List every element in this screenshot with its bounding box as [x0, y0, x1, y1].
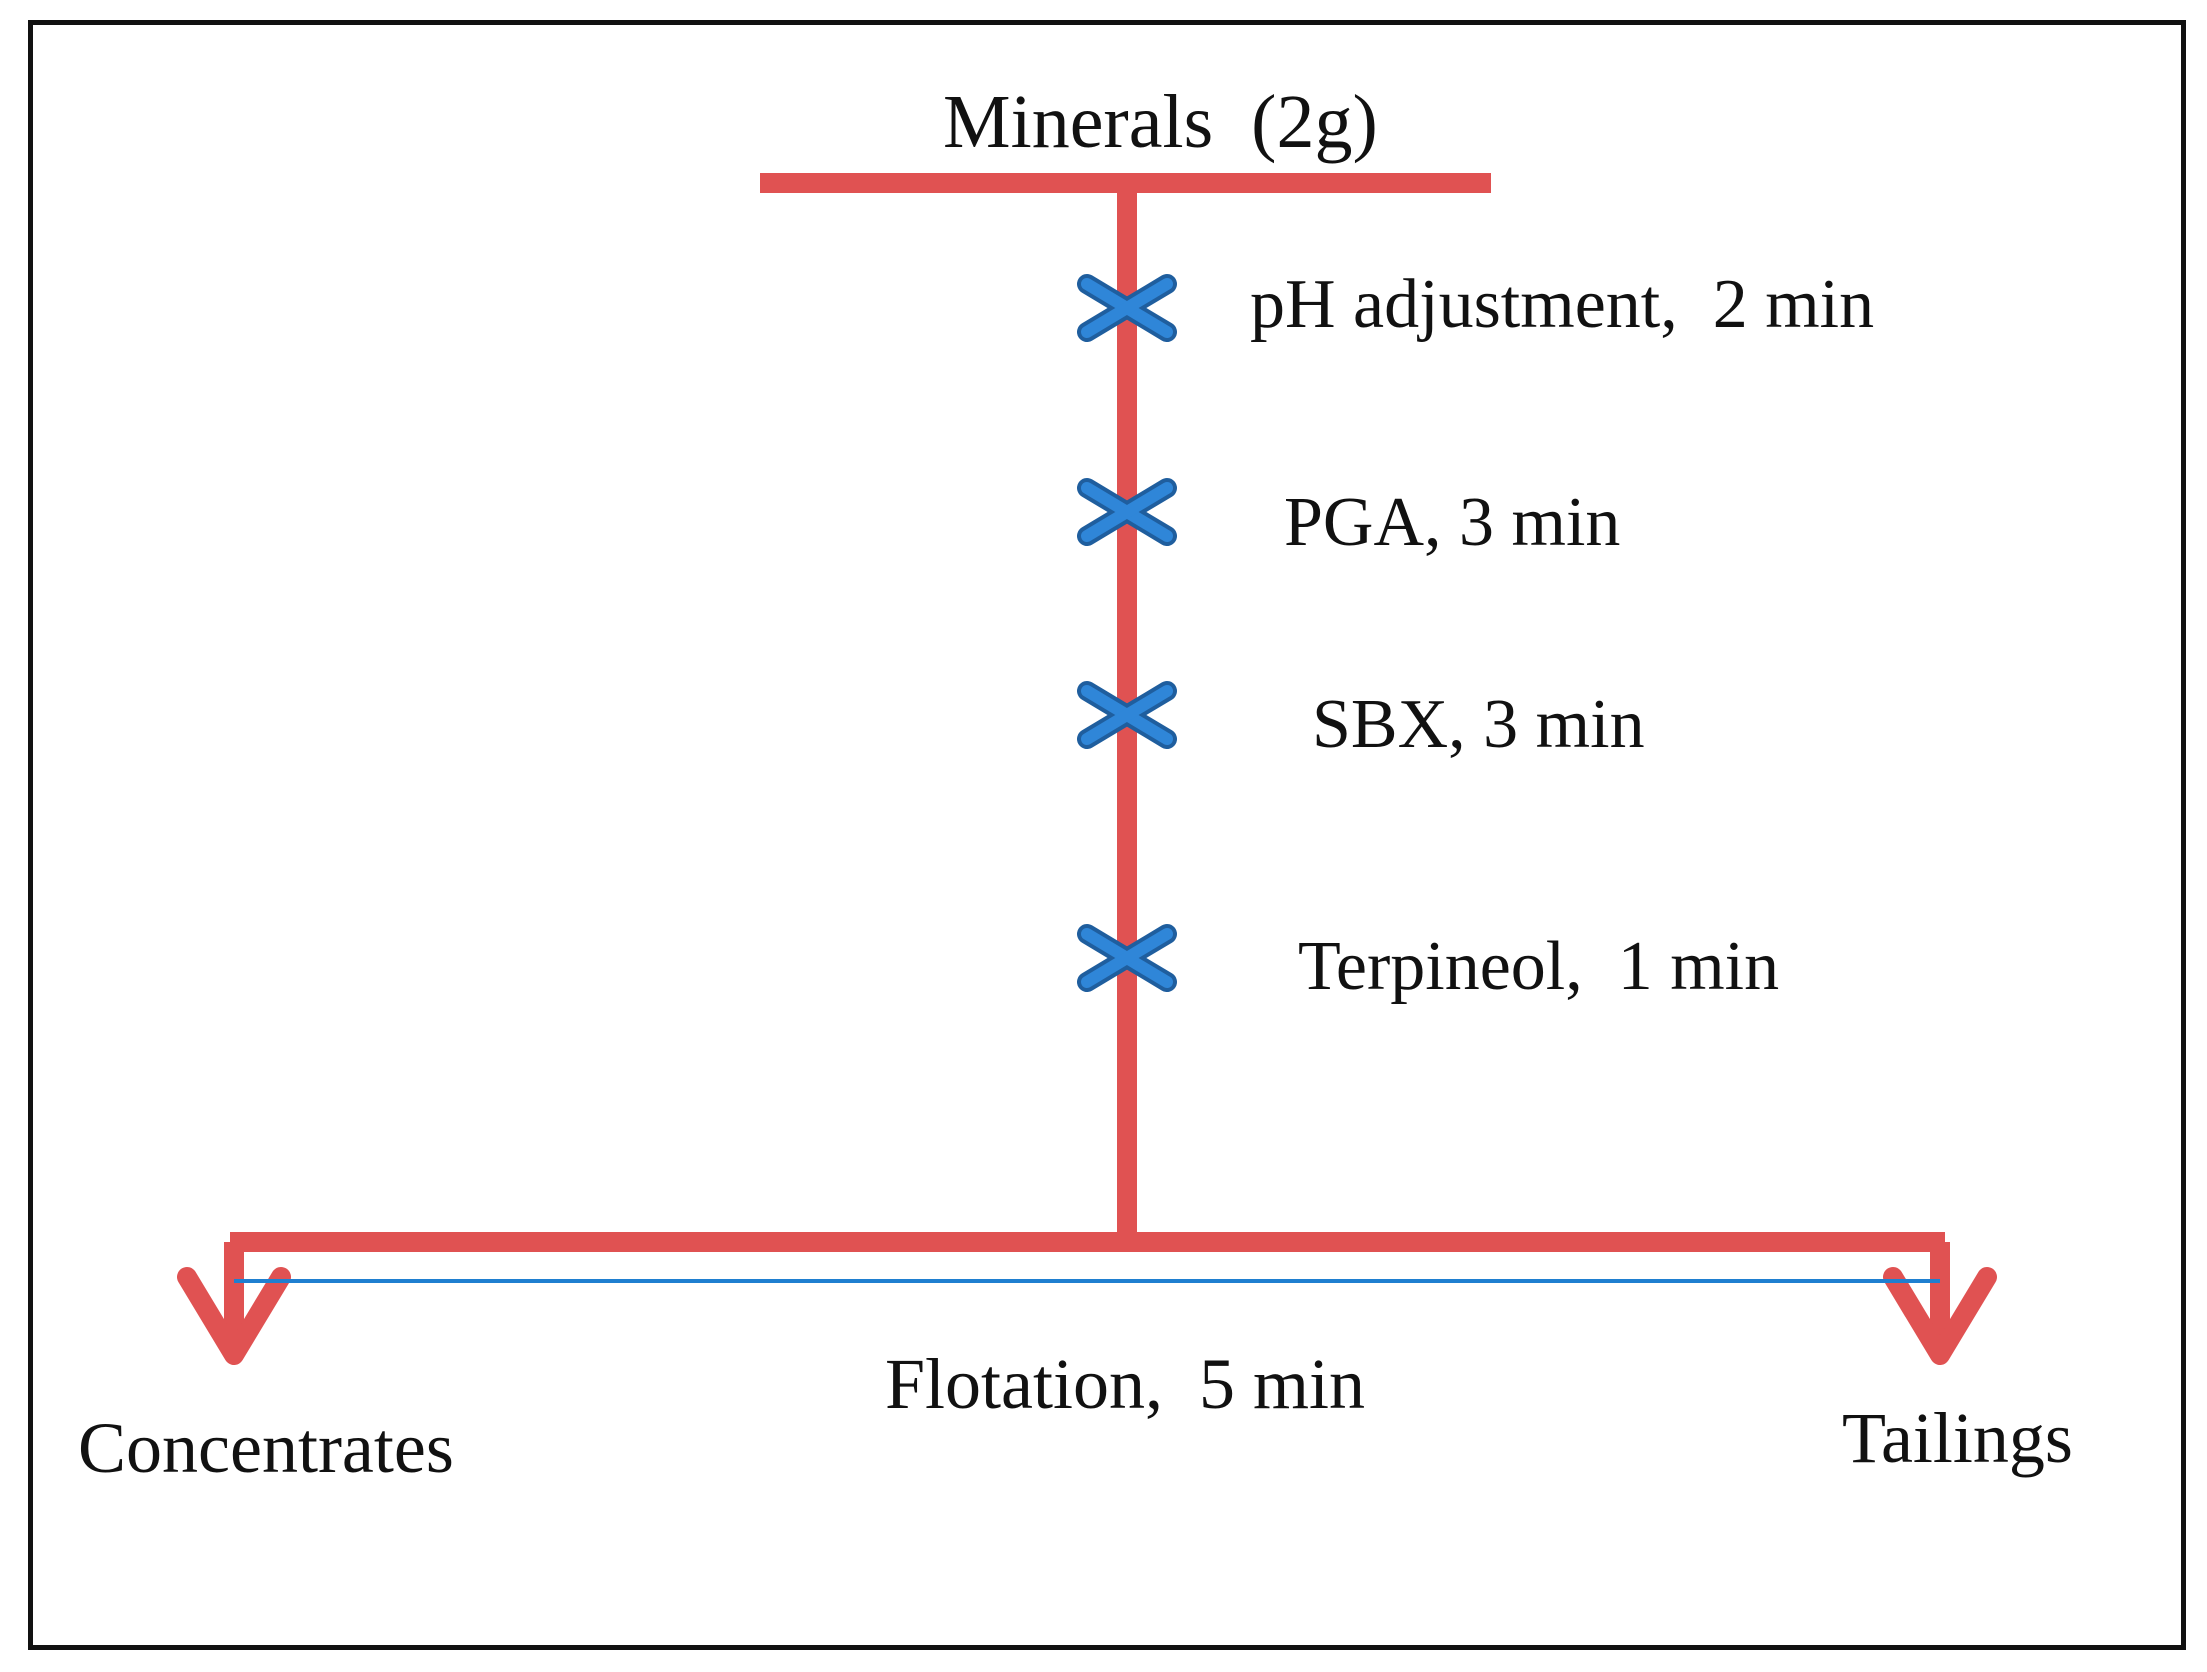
left-down-arrow-icon: [177, 1267, 291, 1365]
step-2-cross-mark-icon: [1077, 478, 1177, 546]
step-label-ph-adjustment: pH adjustment, 2 min: [1250, 266, 1875, 343]
step-1-cross-mark-icon: [1077, 274, 1177, 342]
step-label-sbx: SBX, 3 min: [1312, 686, 1645, 763]
step-3-cross-mark-icon: [1077, 681, 1177, 749]
step-label-pga: PGA, 3 min: [1284, 484, 1621, 561]
step-label-terpineol: Terpineol, 1 min: [1298, 928, 1780, 1005]
flotation-step-label: Flotation, 5 min: [885, 1344, 1366, 1424]
step-4-cross-mark-icon: [1077, 924, 1177, 992]
tailings-output-label: Tailings: [1842, 1398, 2073, 1478]
concentrates-output-label: Concentrates: [78, 1408, 454, 1488]
diagram-title: Minerals (2g): [943, 80, 1378, 164]
right-down-arrow-icon: [1883, 1267, 1997, 1365]
